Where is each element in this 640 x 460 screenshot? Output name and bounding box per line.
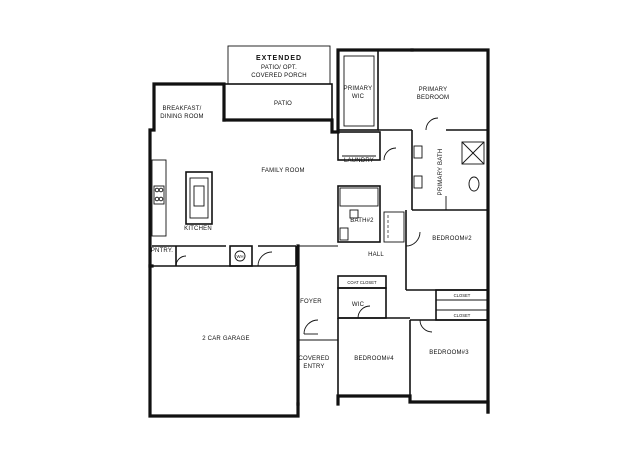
extended-patio-line2: COVERED PORCH: [251, 73, 307, 79]
primary-bath-label: PRIMARY BATH: [438, 149, 444, 196]
bedroom2-label: BEDROOM#2: [432, 236, 472, 242]
laundry-label: LAUNDRY: [344, 158, 374, 164]
bedroom4-label: BEDROOM#4: [354, 356, 394, 362]
primary-wic-label-line1: PRIMARY: [344, 86, 373, 92]
water-heater-label: WH: [237, 254, 244, 259]
primary-wic-label-line2: WIC: [352, 94, 365, 100]
kitchen-fixtures: [151, 159, 246, 262]
pantry-label: PNTRY.: [151, 248, 173, 254]
garage-label: 2 CAR GARAGE: [202, 336, 249, 342]
breakfast-label-line1: BREAKFAST/: [162, 106, 201, 112]
closet-label-b: CLOSET: [454, 313, 471, 318]
bath2-label: BATH#2: [350, 218, 374, 224]
primary-bedroom-label-line2: BEDROOM: [417, 95, 449, 101]
patio-label: PATIO: [274, 101, 292, 107]
foyer-label: FOYER: [300, 299, 322, 305]
kitchen-label: KITCHEN: [184, 226, 212, 232]
coat-closet-label: COAT CLOSET: [347, 280, 377, 285]
family-room-label: FAMILY ROOM: [261, 168, 304, 174]
covered-entry-label-line1: COVERED: [298, 356, 330, 362]
hall-label: HALL: [368, 252, 384, 258]
covered-entry-label-line2: ENTRY: [303, 364, 324, 370]
door-swings: [175, 117, 439, 335]
extended-patio-title: EXTENDED: [256, 55, 302, 62]
breakfast-label-line2: DINING ROOM: [160, 114, 204, 120]
closet-label-a: CLOSET: [454, 293, 471, 298]
bedroom3-label: BEDROOM#3: [429, 350, 469, 356]
interior-walls: [152, 49, 489, 404]
primary-bedroom-label-line1: PRIMARY: [419, 87, 448, 93]
wic-label: WIC: [352, 302, 365, 308]
extended-patio-line1: PATIO/ OPT.: [261, 65, 297, 71]
